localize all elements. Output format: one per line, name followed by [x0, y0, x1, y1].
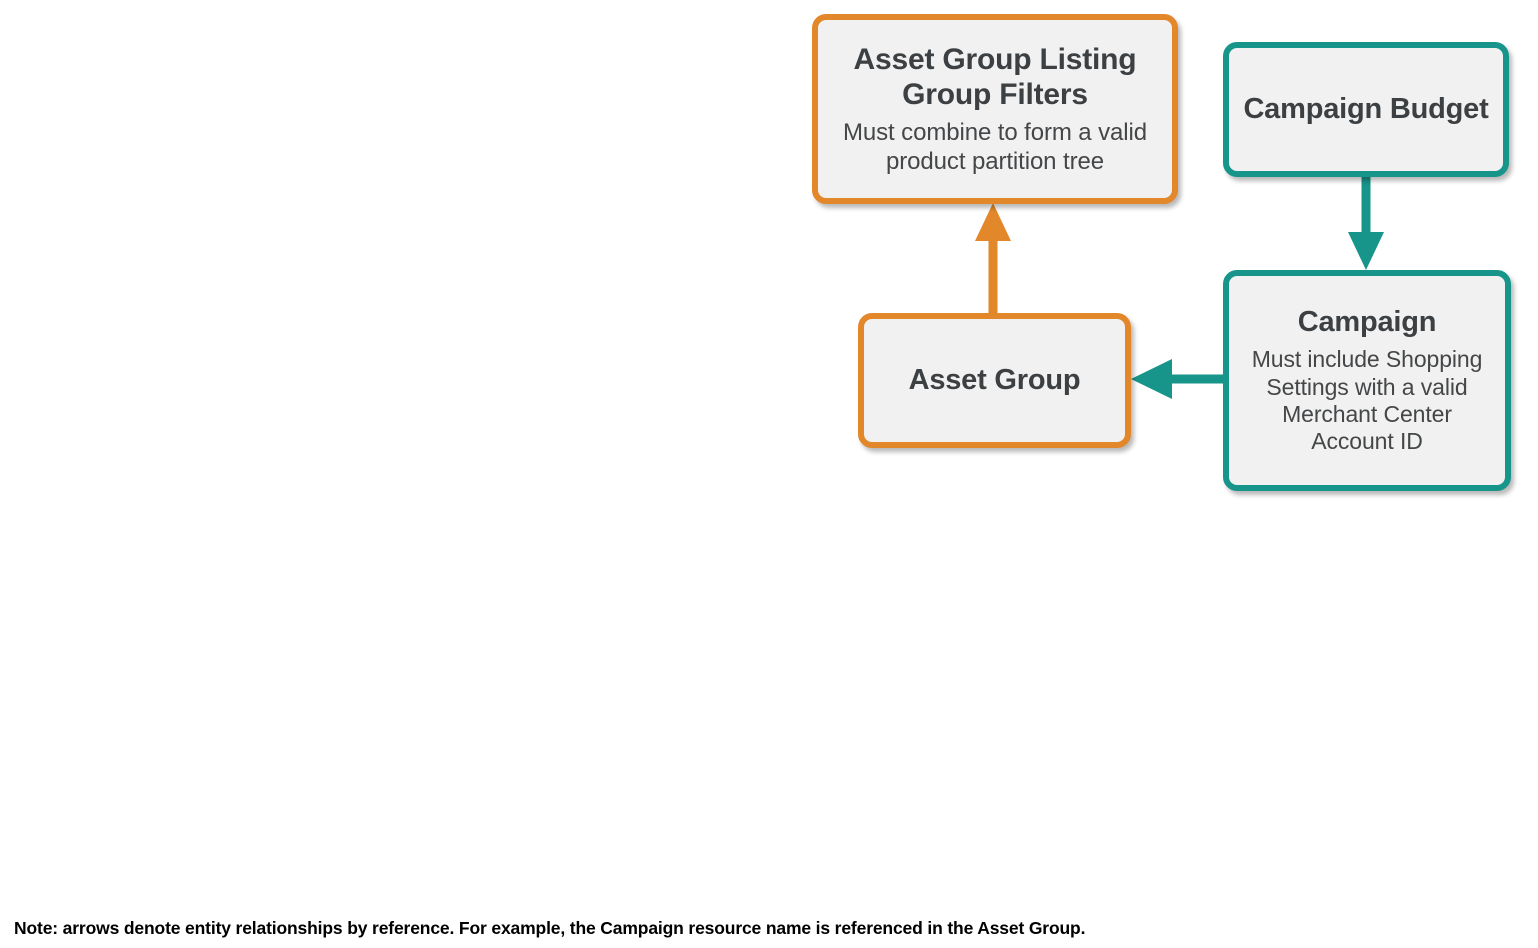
node-asset-group-listing-group-filters[interactable]: Asset Group Listing Group Filters Must c…	[812, 14, 1178, 204]
edge-campaign-to-asset-group	[1131, 359, 1223, 399]
node-title-asset-group: Asset Group	[908, 364, 1081, 397]
node-asset-group[interactable]: Asset Group	[858, 313, 1131, 448]
node-title-campaign: Campaign	[1297, 306, 1437, 339]
node-subtitle-asset-group-listing-group-filters: Must combine to form a valid product par…	[843, 119, 1147, 175]
node-title-campaign-budget: Campaign Budget	[1243, 93, 1489, 126]
edge-asset-group-to-listing-group-filters	[975, 203, 1011, 313]
arrowhead-down-teal	[1348, 232, 1384, 270]
arrowhead-left-teal	[1131, 359, 1172, 399]
edge-campaign-budget-to-campaign	[1348, 176, 1384, 270]
node-campaign-budget[interactable]: Campaign Budget	[1223, 42, 1509, 177]
diagram-note: Note: arrows denote entity relationships…	[14, 918, 1086, 938]
node-campaign[interactable]: Campaign Must include Shopping Settings …	[1223, 270, 1511, 491]
arrowhead-up-orange	[975, 203, 1011, 241]
node-subtitle-campaign: Must include Shopping Settings with a va…	[1251, 346, 1483, 455]
node-title-asset-group-listing-group-filters: Asset Group Listing Group Filters	[853, 42, 1137, 111]
